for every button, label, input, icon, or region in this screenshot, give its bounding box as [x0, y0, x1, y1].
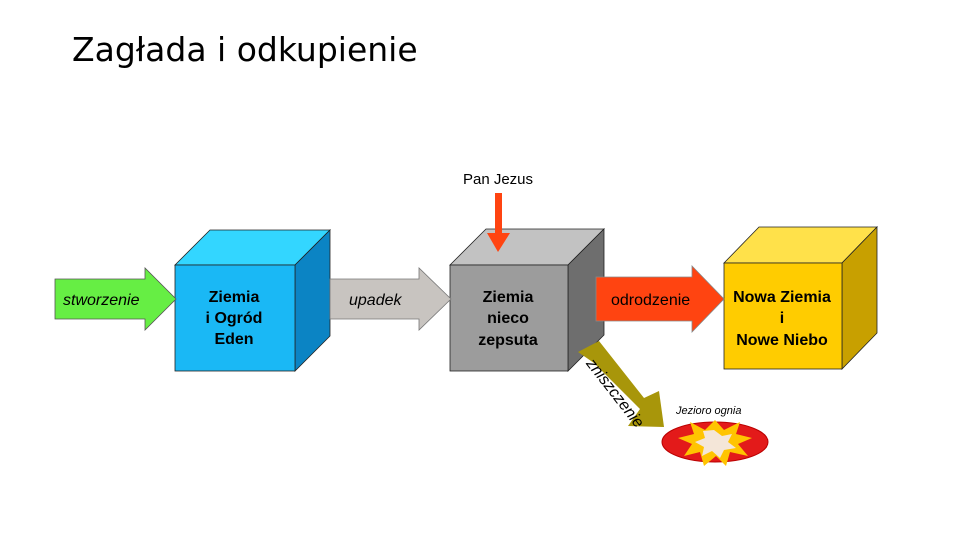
eden-box-label-line2: i Ogród	[206, 310, 263, 327]
corrupted-box-front	[449, 264, 569, 372]
new-earth-box: Nowa Ziemia i Nowe Niebo	[723, 226, 878, 370]
eden-box-label-line1: Ziemia	[209, 289, 260, 306]
jesus-arrow-head	[487, 233, 510, 252]
corrupted-earth-box: Ziemia nieco zepsuta	[449, 228, 605, 372]
rebirth-arrow-label: odrodzenie	[611, 292, 690, 309]
corrupted-box-label-line2: nieco	[487, 310, 529, 327]
fall-arrow: upadek	[329, 267, 452, 331]
creation-arrow-label: stworzenie	[63, 292, 140, 309]
lake-label: Jezioro ognia	[675, 405, 741, 417]
destruction-arrow-shape	[578, 341, 664, 427]
creation-arrow-shape	[54, 267, 177, 331]
corrupted-box-label-line1: Ziemia	[483, 289, 534, 306]
fall-arrow-label: upadek	[349, 292, 402, 309]
eden-box-front	[174, 264, 296, 372]
rebirth-arrow-shape	[595, 265, 725, 333]
new-box-label-line3: Nowe Niebo	[736, 332, 828, 349]
jesus-label: Pan Jezus	[463, 171, 533, 188]
eden-box: Ziemia i Ogród Eden	[174, 229, 331, 372]
jesus-arrow-shaft	[495, 193, 502, 233]
corrupted-box-label-line3: zepsuta	[478, 332, 538, 349]
eden-box-label-line3: Eden	[214, 331, 253, 348]
lake-of-fire: Jezioro ognia	[661, 405, 769, 466]
fall-arrow-shape	[329, 267, 452, 331]
new-box-label-line1: Nowa Ziemia	[733, 289, 831, 306]
destruction-arrow: zniszczenie	[578, 341, 664, 431]
rebirth-arrow: odrodzenie	[595, 265, 725, 333]
lake-explosion-core	[695, 430, 736, 458]
new-box-label-line2: i	[780, 310, 784, 327]
slide-title: Zagłada i odkupienie	[72, 30, 418, 69]
creation-arrow: stworzenie	[54, 267, 177, 331]
new-box-front	[723, 262, 843, 370]
jesus-arrow	[487, 193, 510, 252]
